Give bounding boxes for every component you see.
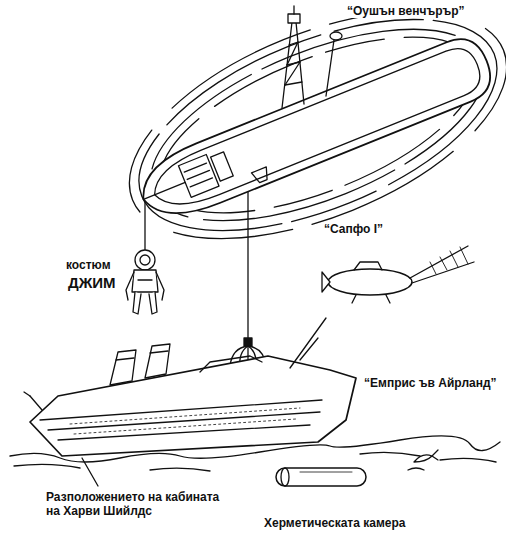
wreck <box>24 318 356 456</box>
hermetic-chamber <box>276 468 366 486</box>
ship-name: “Оушън венчърър” <box>345 4 467 18</box>
leader-line <box>82 458 98 486</box>
vessel-name: “Сапфо I” <box>322 222 385 236</box>
location-note: Разположението на кабината на Харви Шийл… <box>44 490 238 519</box>
water-swirl <box>98 0 506 285</box>
sea-bed <box>10 436 500 471</box>
part-name: Херметическата камера <box>262 516 407 530</box>
part-name: ДЖИМ <box>66 274 118 292</box>
grab-cable <box>247 170 248 338</box>
support-ship <box>131 31 498 229</box>
part-name: костюм <box>64 258 113 272</box>
derrick <box>282 6 304 108</box>
crane <box>326 32 342 96</box>
wreck-name: “Емприс ъв Айрланд” <box>362 376 499 390</box>
fish <box>408 450 438 470</box>
jim-suit <box>126 250 164 314</box>
submersible <box>322 246 474 303</box>
